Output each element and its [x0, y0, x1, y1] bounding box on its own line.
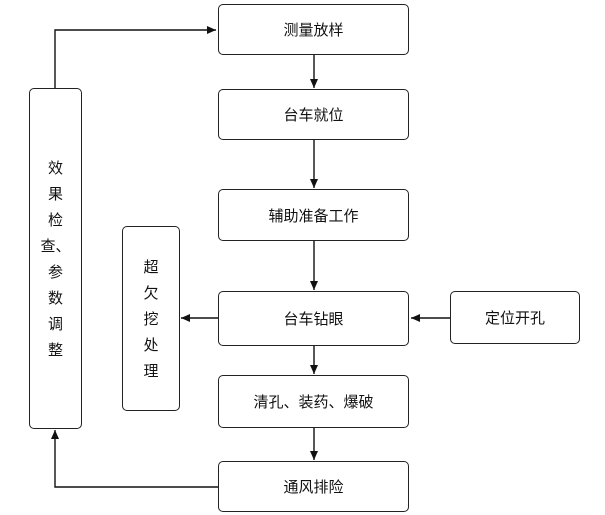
arrow-feedback-in [51, 430, 218, 488]
step-jumbo-positioning: 台车就位 [218, 89, 409, 140]
step-label: 台车钻眼 [283, 310, 344, 328]
feedback-char: 整 [47, 340, 63, 359]
feedback-char: 果 [47, 184, 63, 203]
branch-char: 处 [143, 335, 159, 354]
branch-char: 理 [143, 361, 159, 380]
side-input-positioning: 定位开孔 [450, 291, 580, 344]
branch-char: 欠 [143, 283, 159, 302]
step-clean-charge-blast: 清孔、装药、爆破 [218, 375, 409, 428]
step-jumbo-drilling: 台车钻眼 [218, 291, 409, 346]
feedback-char: 检 [47, 210, 63, 229]
left-branch-overbreak-treatment: 超 欠 挖 处 理 [122, 226, 180, 411]
step-label: 测量放样 [283, 21, 344, 39]
branch-char: 挖 [143, 309, 159, 328]
step-label: 清孔、装药、爆破 [253, 393, 374, 411]
step-label: 通风排险 [283, 478, 344, 496]
feedback-effect-check: 效 果 检 查、 参 数 调 整 [29, 88, 82, 429]
arrow-feedback-out [54, 26, 216, 88]
step-auxiliary-preparation: 辅助准备工作 [218, 189, 409, 241]
step-label: 辅助准备工作 [268, 206, 359, 225]
step-label: 台车就位 [283, 106, 344, 124]
feedback-char: 参 [47, 262, 63, 281]
step-ventilation-scaling: 通风排险 [218, 461, 409, 512]
side-input-label: 定位开孔 [484, 309, 545, 327]
feedback-char: 调 [47, 314, 63, 333]
feedback-char: 效 [47, 158, 63, 177]
feedback-char: 数 [47, 288, 63, 307]
branch-char: 超 [143, 257, 159, 276]
step-survey-layout: 测量放样 [218, 4, 409, 55]
feedback-char: 查、 [40, 236, 71, 255]
